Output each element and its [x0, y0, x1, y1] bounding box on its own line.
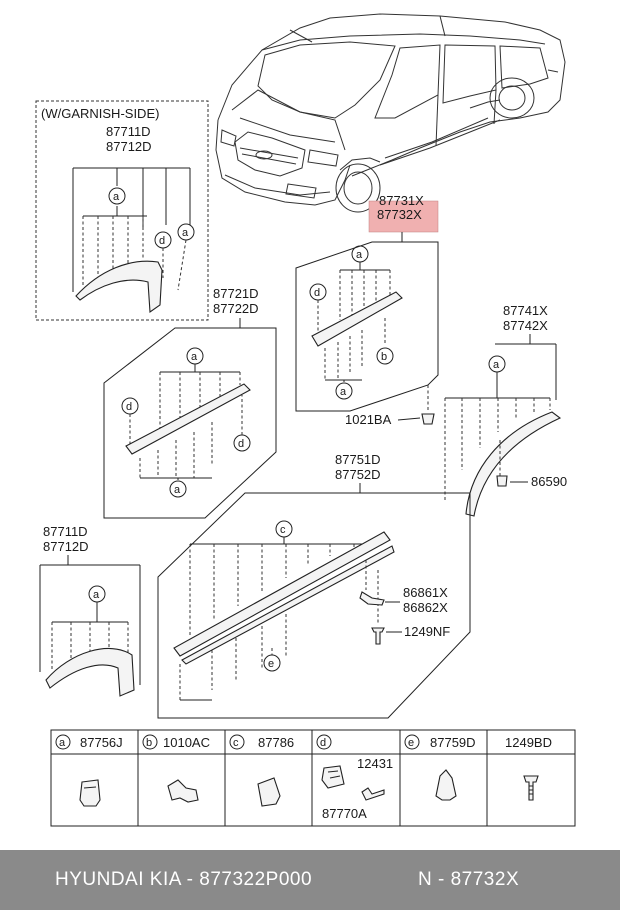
callout-letter-e: e	[268, 658, 274, 670]
front-wheel-part-number-a: 87711D	[43, 524, 88, 539]
garnish-part-number-a: 87711D	[106, 124, 151, 139]
callout-letter-a-3: a	[356, 249, 363, 261]
garnish-side-group: (W/GARNISH-SIDE) 87711D 87712D a d a	[35, 100, 209, 321]
sill-bracket-icon	[359, 591, 385, 606]
legend-part-b: 1010AC	[163, 735, 210, 750]
legend-part-e: 87759D	[430, 735, 476, 750]
callout-letter-d-2: d	[314, 287, 320, 299]
callout-letter-d-4: d	[238, 438, 244, 450]
callout-letter-d: d	[159, 235, 165, 247]
callout-letter-a-7: a	[493, 359, 500, 371]
rear-door-fastener-icon	[421, 413, 435, 425]
legend-letter-e: e	[408, 737, 414, 749]
front-door-molding	[125, 383, 251, 455]
front-door-group-border	[103, 327, 277, 519]
highlighted-part-box	[368, 200, 439, 233]
sill-bracket-label-a: 86861X	[403, 585, 448, 600]
callout-letter-a-5: a	[191, 351, 198, 363]
side-sill-molding	[173, 531, 391, 657]
footer-reference: N - 87732X	[418, 869, 520, 890]
garnish-trim-piece	[75, 260, 163, 314]
legend-part-c: 87786	[258, 735, 294, 750]
front-wheel-group: 87711D 87712D a	[39, 524, 141, 697]
legend-d-extra-bottom: 87770A	[322, 806, 367, 821]
rear-wheel-fastener-label: 86590	[531, 474, 567, 489]
screw-icon	[523, 775, 539, 801]
rear-wheel-part-number-a: 87741X	[503, 303, 548, 318]
callout-letter-a-4: a	[340, 386, 347, 398]
rear-wheel-arch-molding	[465, 411, 562, 517]
side-sill-part-number-b: 87752D	[335, 467, 381, 482]
side-sill-group: 87751D 87752D c e 86861X 86862X 1249NF	[157, 452, 471, 719]
garnish-part-number-b: 87712D	[106, 139, 152, 154]
rear-door-fastener-label: 1021BA	[345, 412, 392, 427]
sill-bolt-icon	[371, 627, 385, 645]
garnish-side-title: (W/GARNISH-SIDE)	[41, 106, 159, 121]
front-door-part-number-b: 87722D	[213, 301, 259, 316]
callout-letter-c: c	[280, 524, 286, 536]
fastener-b-icon	[167, 779, 199, 803]
rear-door-part-number-b: 87732X	[377, 207, 422, 222]
callout-letter-a-2: a	[182, 227, 189, 239]
legend-part-a: 87756J	[80, 735, 123, 750]
front-door-group: 87721D 87722D a d d a	[103, 286, 277, 519]
vehicle-illustration	[215, 13, 566, 213]
front-wheel-part-number-b: 87712D	[43, 539, 89, 554]
legend-table: a 87756J b 1010AC c 87786 d e 87759D 124…	[50, 729, 576, 827]
rear-wheel-fastener-icon	[496, 475, 508, 487]
garnish-side-border	[35, 100, 209, 321]
clip-a-icon	[79, 779, 101, 807]
rear-door-molding	[311, 291, 403, 347]
legend-letter-c: c	[233, 737, 239, 749]
parts-diagram: (W/GARNISH-SIDE) 87711D 87712D a d a 877…	[35, 13, 576, 827]
side-sill-group-border	[157, 492, 471, 719]
rear-door-group: 87731X 87732X a d b a 1021BA	[295, 193, 439, 427]
callout-letter-b: b	[381, 351, 387, 363]
callout-letter-a-8: a	[93, 589, 100, 601]
front-door-part-number-a: 87721D	[213, 286, 259, 301]
footer-bar: HYUNDAI KIA - 877322P000 N - 87732X	[0, 850, 620, 910]
callout-letter-d-3: d	[126, 401, 132, 413]
callout-letter-a-6: a	[174, 484, 181, 496]
sill-bracket-label-b: 86862X	[403, 600, 448, 615]
side-sill-part-number-a: 87751D	[335, 452, 381, 467]
clip-c-icon	[257, 777, 281, 807]
rear-door-group-border	[295, 241, 439, 412]
footer-part-number: HYUNDAI KIA - 877322P000	[55, 869, 313, 890]
rear-wheel-part-number-b: 87742X	[503, 318, 548, 333]
screw-d-icon	[361, 787, 385, 801]
rear-door-part-number-a: 87731X	[379, 193, 424, 208]
clip-e-icon	[435, 769, 457, 801]
front-wheel-arch-molding	[45, 647, 135, 697]
legend-d-extra-top: 12431	[357, 756, 393, 771]
callout-letter-a: a	[113, 191, 120, 203]
side-sill-molding-lip	[181, 545, 395, 665]
rear-wheel-group: 87741X 87742X a 86590	[444, 303, 567, 517]
legend-letter-a: a	[59, 737, 66, 749]
legend-letter-d: d	[320, 737, 326, 749]
legend-letter-b: b	[146, 737, 152, 749]
legend-part-screw: 1249BD	[505, 735, 552, 750]
sill-bolt-label: 1249NF	[404, 624, 450, 639]
